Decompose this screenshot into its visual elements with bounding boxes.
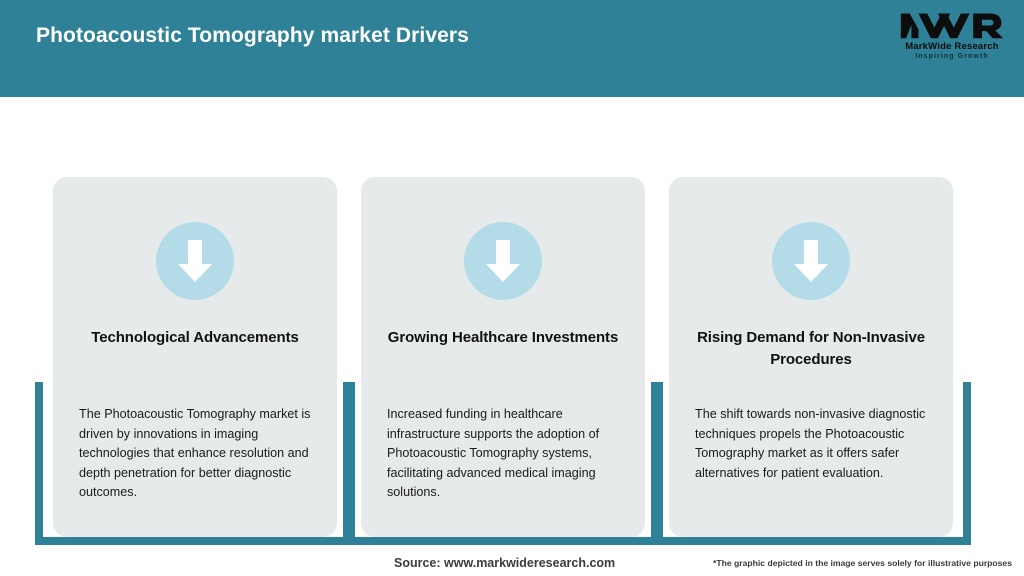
logo-company-name: MarkWide Research bbox=[905, 41, 999, 52]
card-frame-accent bbox=[343, 382, 663, 545]
card-body-text: The Photoacoustic Tomography market is d… bbox=[79, 407, 311, 499]
card-body-text: Increased funding in healthcare infrastr… bbox=[387, 407, 600, 499]
brand-logo: MarkWide Research Inspiring Growth bbox=[898, 10, 1006, 68]
card-title: Rising Demand for Non-Invasive Procedure… bbox=[697, 329, 925, 368]
card-title: Growing Healthcare Investments bbox=[387, 329, 619, 346]
driver-card[interactable]: Rising Demand for Non-Invasive Procedure… bbox=[651, 97, 979, 545]
footer-source: Source: www.markwideresearch.com bbox=[394, 556, 616, 570]
down-arrow-icon bbox=[156, 222, 234, 300]
card-panel: Technological Advancements The Photoacou… bbox=[53, 177, 337, 537]
driver-card[interactable]: Growing Healthcare Investments Increased… bbox=[343, 97, 671, 545]
down-arrow-glyph bbox=[178, 240, 212, 282]
mwr-logo-icon bbox=[900, 13, 1004, 39]
card-panel: Rising Demand for Non-Invasive Procedure… bbox=[669, 177, 953, 537]
card-frame-accent bbox=[35, 382, 355, 545]
footer-disclaimer: *The graphic depicted in the image serve… bbox=[713, 558, 1012, 568]
card-panel: Growing Healthcare Investments Increased… bbox=[361, 177, 645, 537]
page-title: Photoacoustic Tomography market Drivers bbox=[36, 24, 469, 47]
down-arrow-icon bbox=[464, 222, 542, 300]
card-body-text: The shift towards non-invasive diagnosti… bbox=[695, 407, 926, 480]
down-arrow-icon bbox=[772, 222, 850, 300]
down-arrow-glyph bbox=[794, 240, 828, 282]
card-frame-accent bbox=[651, 382, 971, 545]
cards-row: Technological Advancements The Photoacou… bbox=[0, 97, 1024, 545]
driver-card[interactable]: Technological Advancements The Photoacou… bbox=[35, 97, 363, 545]
header-banner bbox=[0, 0, 1024, 97]
card-title: Technological Advancements bbox=[91, 329, 299, 346]
down-arrow-glyph bbox=[486, 240, 520, 282]
logo-tagline: Inspiring Growth bbox=[915, 53, 989, 60]
